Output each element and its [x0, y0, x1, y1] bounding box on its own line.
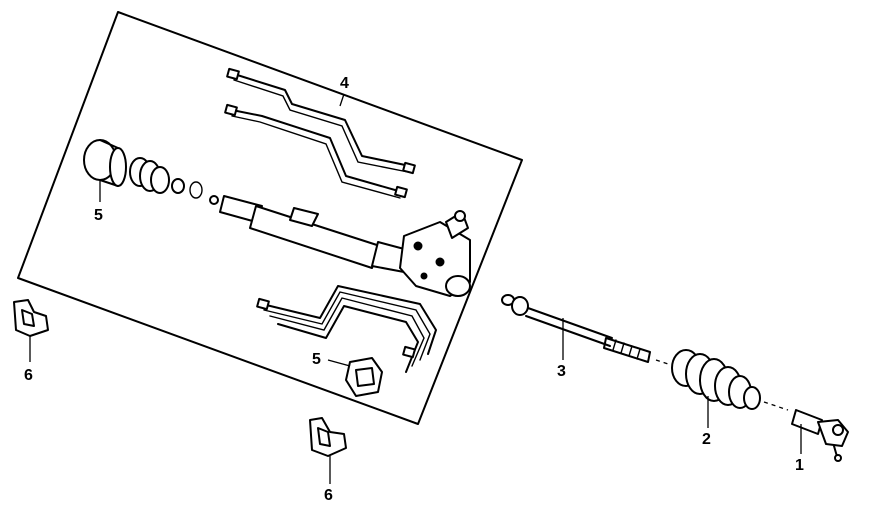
leader-4 [339, 93, 345, 107]
rack-boot [671, 349, 761, 410]
callout-1: 1 [795, 457, 804, 474]
mount-bracket-bottom [309, 417, 347, 457]
leader-5-lower [327, 359, 351, 367]
callout-5-lower: 5 [312, 351, 321, 368]
dash-connector-boot [655, 359, 669, 365]
outer-tie-rod-end [791, 409, 849, 462]
dash-connector-tie-rod [763, 401, 789, 411]
hydraulic-line-upper [226, 67, 416, 175]
assembly-frame [17, 11, 523, 425]
mount-bracket-left [13, 299, 49, 337]
steering-gear-housing [219, 195, 471, 297]
callout-5-upper: 5 [94, 207, 103, 224]
callout-4: 4 [340, 75, 349, 92]
hydraulic-lines-bundle [256, 285, 437, 373]
rack-seal-stack [129, 157, 219, 205]
callout-6-bottom: 6 [324, 487, 333, 504]
hydraulic-line-lower [224, 103, 408, 199]
callout-2: 2 [702, 431, 711, 448]
inner-tie-rod [501, 294, 651, 363]
rack-bushing-large [83, 139, 127, 187]
callout-3: 3 [557, 363, 566, 380]
rack-bushing-small [345, 357, 383, 397]
callout-6-left: 6 [24, 367, 33, 384]
